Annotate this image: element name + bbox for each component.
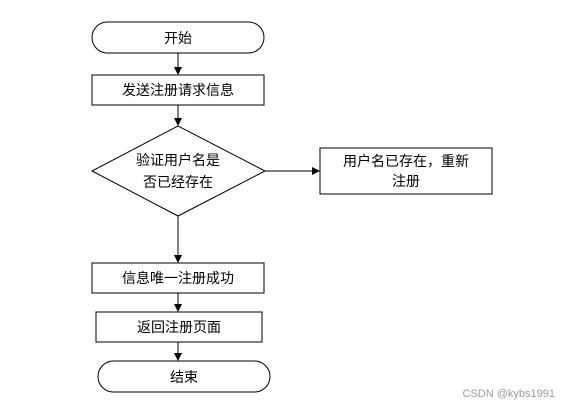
username-exists-line2: 注册 [392, 174, 420, 190]
send-request-box [91, 74, 265, 106]
register-success-label: 信息唯一注册成功 [122, 270, 234, 287]
end-terminal [97, 360, 271, 393]
send-request-label: 发送注册请求信息 [122, 82, 234, 99]
return-page-label: 返回注册页面 [137, 320, 221, 336]
watermark: CSDN @kybs1991 [463, 388, 555, 400]
verify-label-line1: 验证用户名是 [136, 152, 220, 169]
username-exists-box [319, 147, 493, 195]
verify-label-line2: 否已经存在 [143, 175, 213, 191]
register-success-box [91, 262, 265, 294]
return-page-box [95, 311, 263, 343]
end-label: 结束 [170, 370, 198, 386]
verify-decision [90, 125, 267, 217]
username-exists-line1: 用户名已存在，重新 [343, 153, 469, 170]
start-label: 开始 [164, 31, 192, 47]
